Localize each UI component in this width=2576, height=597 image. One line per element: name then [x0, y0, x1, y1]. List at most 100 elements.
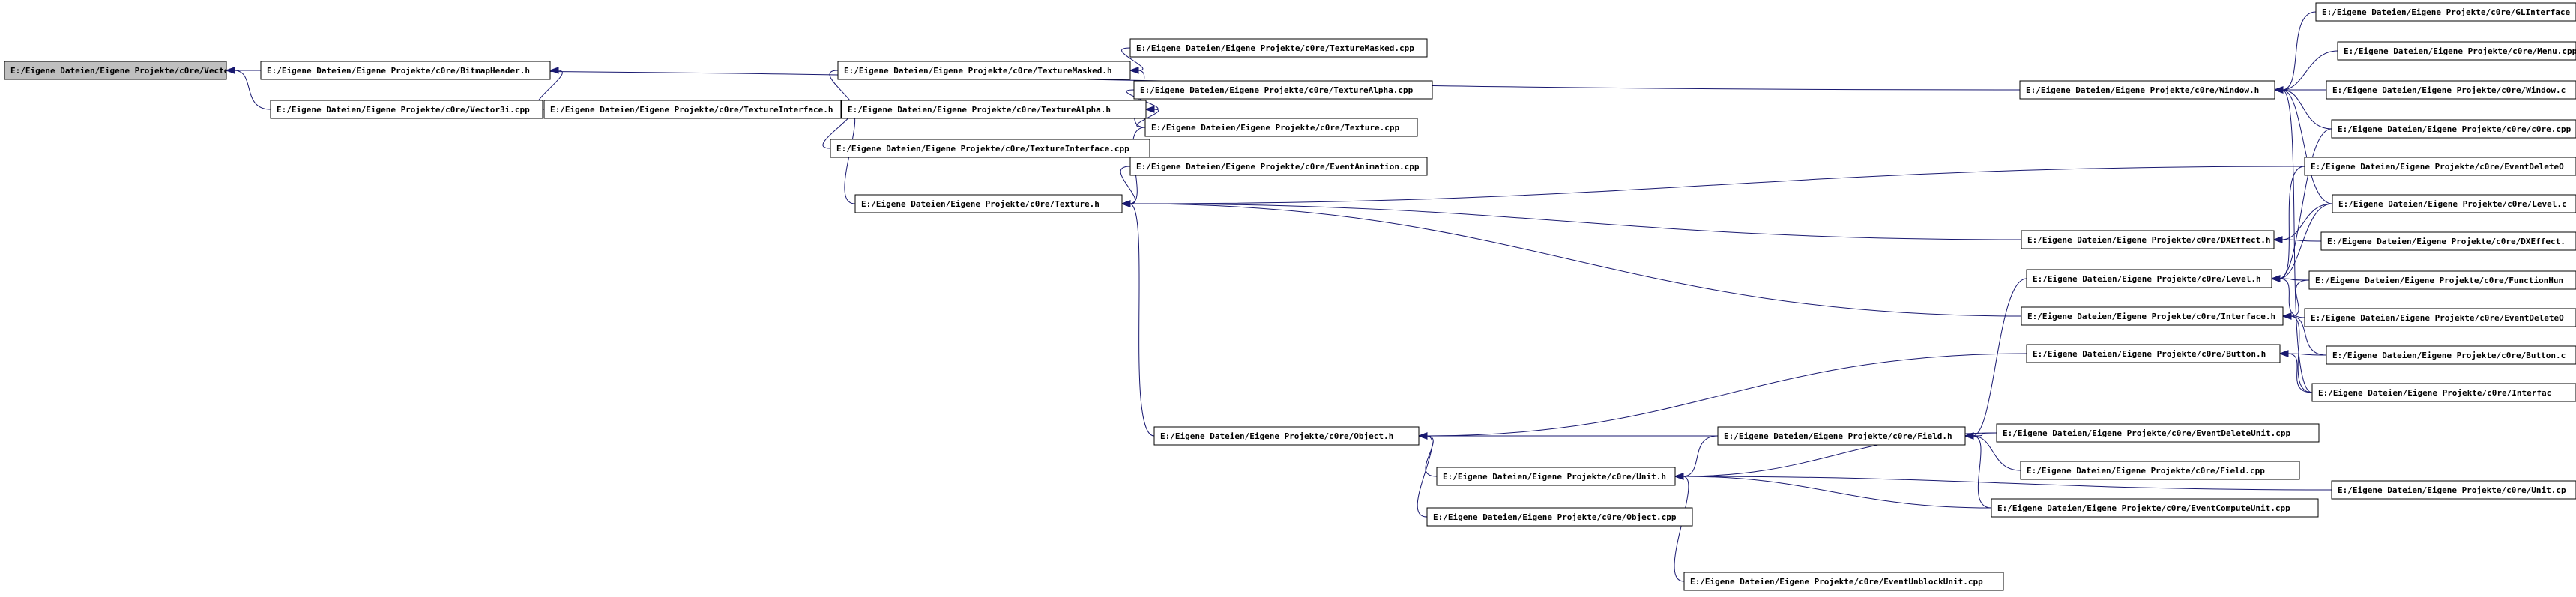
file-node[interactable]: E:/Eigene Dateien/Eigene Projekte/c0re/L… [2026, 269, 2272, 288]
file-node[interactable]: E:/Eigene Dateien/Eigene Projekte/c0re/T… [1133, 80, 1433, 100]
dependency-edge [1972, 278, 2027, 437]
file-node[interactable]: E:/Eigene Dateien/Eigene Projekte/c0re/T… [1144, 118, 1418, 137]
file-node-label: E:/Eigene Dateien/Eigene Projekte/c0re/O… [1160, 431, 1393, 441]
edge-arrowhead [549, 67, 559, 74]
file-node-box [2315, 2, 2576, 22]
file-node[interactable]: E:/Eigene Dateien/Eigene Projekte/c0re/T… [854, 194, 1123, 213]
file-node[interactable]: E:/Eigene Dateien/Eigene Projekte/c0re/F… [1717, 426, 1966, 446]
file-node-box [2304, 157, 2576, 176]
file-node-box [2326, 80, 2576, 100]
dependency-edge [1129, 203, 2022, 240]
file-node-label: E:/Eigene Dateien/Eigene Projekte/c0re/c… [2338, 124, 2572, 134]
file-node-label: E:/Eigene Dateien/Eigene Projekte/c0re/E… [2311, 162, 2564, 172]
edge-arrowhead [2281, 312, 2292, 320]
dependency-edge [1129, 203, 1155, 437]
file-node-label: E:/Eigene Dateien/Eigene Projekte/c0re/E… [1136, 162, 1420, 172]
file-node-label: E:/Eigene Dateien/Eigene Projekte/c0re/M… [2344, 46, 2576, 56]
dependency-edge [2278, 203, 2333, 279]
file-node[interactable]: E:/Eigene Dateien/Eigene Projekte/c0re/c… [2331, 119, 2576, 139]
file-node-label: E:/Eigene Dateien/Eigene Projekte/c0re/E… [2311, 313, 2564, 323]
file-node[interactable]: E:/Eigene Dateien/Eigene Projekte/c0re/E… [2304, 157, 2576, 176]
dependency-edge [2281, 239, 2322, 242]
dependency-edge [2278, 278, 2305, 318]
file-node[interactable]: E:/Eigene Dateien/Eigene Projekte/c0re/V… [270, 100, 543, 119]
file-node-label: E:/Eigene Dateien/Eigene Projekte/c0re/O… [1433, 512, 1677, 522]
file-node[interactable]: E:/Eigene Dateien/Eigene Projekte/c0re/F… [2308, 270, 2576, 290]
file-node-box [1436, 467, 1676, 486]
dependency-edge [2290, 315, 2327, 356]
file-node-label: E:/Eigene Dateien/Eigene Projekte/c0re/E… [2003, 428, 2290, 438]
file-node-label: E:/Eigene Dateien/Eigene Projekte/c0re/U… [1443, 472, 1666, 482]
dependency-edge [1425, 435, 1438, 477]
file-node-box [543, 100, 842, 119]
file-node-label: E:/Eigene Dateien/Eigene Projekte/c0re/T… [1140, 85, 1414, 95]
dependency-edge [2278, 278, 2310, 281]
edge-arrowhead [1674, 473, 1684, 480]
file-node[interactable]: E:/Eigene Dateien/Eigene Projekte/c0re/W… [2326, 80, 2576, 100]
file-node[interactable]: E:/Eigene Dateien/Eigene Projekte/c0re/O… [1426, 507, 1693, 527]
file-node-box [1991, 498, 2319, 518]
dependency-edge [1972, 435, 1992, 509]
file-node-box [270, 100, 543, 119]
file-node[interactable]: E:/Eigene Dateien/Eigene Projekte/c0re/E… [2304, 308, 2576, 327]
file-node-box [841, 100, 1147, 119]
file-node-label: E:/Eigene Dateien/Eigene Projekte/c0re/V… [10, 66, 254, 76]
file-node-label: E:/Eigene Dateien/Eigene Projekte/c0re/I… [2318, 388, 2551, 398]
file-node[interactable]: E:/Eigene Dateien/Eigene Projekte/c0re/D… [2021, 230, 2275, 249]
file-node[interactable]: E:/Eigene Dateien/Eigene Projekte/c0re/B… [2026, 344, 2281, 363]
edge-arrowhead [1120, 200, 1131, 207]
file-node-label: E:/Eigene Dateien/Eigene Projekte/c0re/W… [2332, 85, 2566, 95]
edge-arrowhead [2270, 275, 2281, 282]
file-node[interactable]: E:/Eigene Dateien/Eigene Projekte/c0re/D… [2320, 231, 2576, 251]
file-node[interactable]: E:/Eigene Dateien/Eigene Projekte/c0re/T… [841, 100, 1147, 119]
file-node-box [837, 61, 1131, 80]
file-node-box [2308, 270, 2576, 290]
file-node[interactable]: E:/Eigene Dateien/Eigene Projekte/c0re/T… [543, 100, 842, 119]
file-node[interactable]: E:/Eigene Dateien/Eigene Projekte/c0re/W… [2019, 80, 2275, 100]
file-node[interactable]: E:/Eigene Dateien/Eigene Projekte/c0re/U… [1436, 467, 1676, 486]
file-node[interactable]: E:/Eigene Dateien/Eigene Projekte/c0re/B… [2326, 345, 2576, 365]
file-node[interactable]: E:/Eigene Dateien/Eigene Projekte/c0re/E… [1991, 498, 2319, 518]
file-node[interactable]: E:/Eigene Dateien/Eigene Projekte/c0re/E… [1996, 423, 2320, 443]
file-node-box [4, 61, 227, 80]
file-node-box [2021, 306, 2284, 326]
file-node[interactable]: E:/Eigene Dateien/Eigene Projekte/c0re/T… [1129, 38, 1428, 58]
file-node[interactable]: E:/Eigene Dateien/Eigene Projekte/c0re/M… [2337, 41, 2576, 61]
file-node-label: E:/Eigene Dateien/Eigene Projekte/c0re/E… [1690, 577, 1983, 587]
file-node[interactable]: E:/Eigene Dateien/Eigene Projekte/c0re/F… [2020, 461, 2300, 480]
file-node-box [830, 139, 1150, 158]
file-node[interactable]: E:/Eigene Dateien/Eigene Projekte/c0re/U… [2331, 480, 2576, 500]
file-node-box [2026, 269, 2272, 288]
edge-arrowhead [1417, 432, 1428, 440]
root-file-node[interactable]: E:/Eigene Dateien/Eigene Projekte/c0re/V… [4, 61, 254, 80]
file-node-box [2020, 461, 2300, 480]
dependency-edge [1674, 476, 1689, 582]
file-node-label: E:/Eigene Dateien/Eigene Projekte/c0re/T… [844, 66, 1112, 76]
file-node[interactable]: E:/Eigene Dateien/Eigene Projekte/c0re/O… [1153, 426, 1420, 446]
dependency-edge [233, 70, 271, 110]
file-node-box [2304, 308, 2576, 327]
file-node[interactable]: E:/Eigene Dateien/Eigene Projekte/c0re/T… [837, 61, 1131, 80]
edge-arrowhead [2273, 86, 2284, 94]
dependency-edge [1126, 89, 1159, 110]
file-node-box [1683, 572, 2004, 591]
dependency-edge [2281, 89, 2332, 130]
file-node[interactable]: E:/Eigene Dateien/Eigene Projekte/c0re/E… [1129, 157, 1428, 176]
file-node-box [2311, 383, 2576, 402]
edge-arrowhead [225, 67, 235, 74]
file-node[interactable]: E:/Eigene Dateien/Eigene Projekte/c0re/B… [260, 61, 551, 80]
file-node[interactable]: E:/Eigene Dateien/Eigene Projekte/c0re/E… [1683, 572, 2004, 591]
file-node[interactable]: E:/Eigene Dateien/Eigene Projekte/c0re/I… [2311, 383, 2576, 402]
dependency-edge [1682, 476, 2332, 491]
file-node[interactable]: E:/Eigene Dateien/Eigene Projekte/c0re/G… [2315, 2, 2576, 22]
file-node[interactable]: E:/Eigene Dateien/Eigene Projekte/c0re/I… [2021, 306, 2284, 326]
edge-arrowhead [1129, 67, 1139, 74]
file-node[interactable]: E:/Eigene Dateien/Eigene Projekte/c0re/T… [830, 139, 1150, 158]
file-node-box [1717, 426, 1966, 446]
file-node[interactable]: E:/Eigene Dateien/Eigene Projekte/c0re/L… [2332, 194, 2576, 213]
dependency-edge [2281, 89, 2333, 204]
file-node-label: E:/Eigene Dateien/Eigene Projekte/c0re/B… [2332, 351, 2566, 360]
file-node-box [1129, 38, 1428, 58]
file-node-label: E:/Eigene Dateien/Eigene Projekte/c0re/B… [2033, 349, 2266, 359]
dependency-edge [2281, 11, 2317, 91]
